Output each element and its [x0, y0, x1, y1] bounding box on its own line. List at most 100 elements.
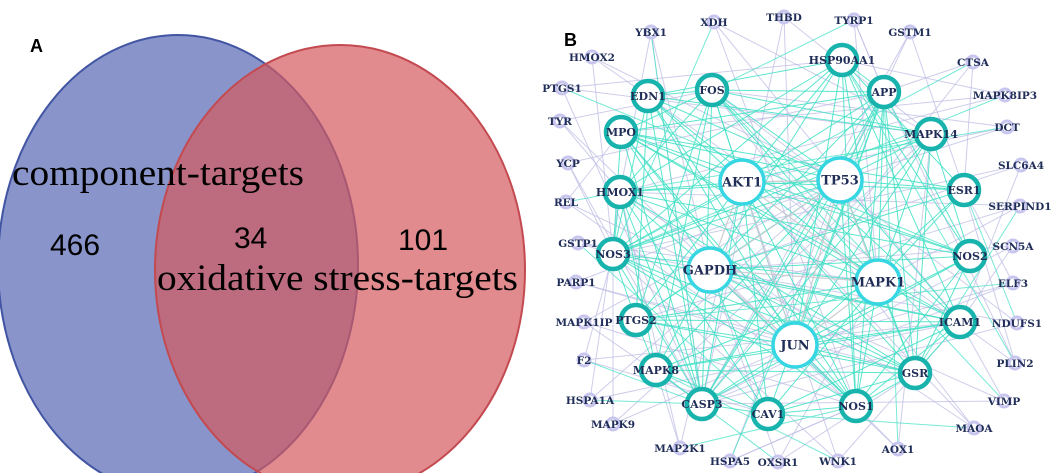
node-plin2[interactable]: PLIN2	[996, 355, 1034, 371]
node-vimp[interactable]: VIMP	[987, 393, 1021, 409]
node-nos3[interactable]: NOS3	[595, 236, 631, 272]
node-label: PLIN2	[996, 358, 1033, 370]
node-circle	[846, 12, 862, 28]
node-edn1[interactable]: EDN1	[630, 78, 666, 114]
node-circle	[838, 388, 874, 424]
node-ycp[interactable]: YCP	[555, 155, 580, 171]
node-cav1[interactable]: CAV1	[750, 396, 786, 432]
node-label: DCT	[994, 122, 1019, 134]
node-label: SERPIND1	[988, 201, 1051, 213]
node-jun[interactable]: JUN	[771, 321, 819, 369]
node-slc6a4[interactable]: SLC6A4	[998, 157, 1044, 173]
node-circle	[672, 440, 688, 456]
node-scn5a[interactable]: SCN5A	[993, 238, 1035, 254]
left-set-count: 466	[50, 229, 100, 262]
node-label: HMOX1	[596, 186, 644, 199]
node-maoa[interactable]: MAOA	[955, 420, 993, 436]
node-gsr[interactable]: GSR	[897, 355, 933, 391]
node-gapdh[interactable]: GAPDH	[683, 246, 738, 294]
node-hspa1a[interactable]: HSPA1A	[566, 392, 615, 408]
node-wnk1[interactable]: WNK1	[818, 453, 857, 469]
node-mapk1ip[interactable]: MAPK1IP	[556, 314, 613, 330]
network-edge	[729, 405, 857, 462]
network-edge	[741, 91, 885, 183]
node-mpo[interactable]: MPO	[603, 114, 639, 150]
node-elf3[interactable]: ELF3	[998, 275, 1028, 291]
node-circle	[1007, 355, 1023, 371]
right-set-count: 101	[398, 224, 448, 257]
network-edge	[711, 89, 932, 135]
node-nos1[interactable]: NOS1	[838, 388, 874, 424]
node-mapk9[interactable]: MAPK9	[591, 416, 635, 432]
network-edge	[612, 61, 974, 255]
network-edge	[855, 91, 885, 407]
network-edge	[701, 91, 885, 405]
node-ptgs1[interactable]: PTGS1	[542, 80, 582, 96]
network-edge	[701, 16, 785, 405]
node-gstm1[interactable]: GSTM1	[888, 24, 932, 40]
node-tyrp1[interactable]: TYRP1	[834, 12, 874, 28]
panel-label-a: A	[30, 36, 43, 56]
node-hmox2[interactable]: HMOX2	[569, 49, 615, 65]
node-nos2[interactable]: NOS2	[952, 238, 988, 274]
node-akt1[interactable]: AKT1	[718, 158, 766, 206]
node-label: MPO	[606, 126, 636, 139]
node-circle	[722, 453, 738, 469]
node-mapk8[interactable]: MAPK8	[633, 352, 680, 388]
venn-diagram: A component-targets 466 34 101 oxidative…	[0, 34, 526, 473]
node-parp1[interactable]: PARP1	[556, 274, 596, 290]
node-gstp1[interactable]: GSTP1	[558, 235, 598, 251]
node-map2k1[interactable]: MAP2K1	[654, 440, 706, 456]
node-thbd[interactable]: THBD	[766, 9, 802, 25]
node-hmox1[interactable]: HMOX1	[596, 174, 644, 210]
network-edge	[567, 91, 885, 164]
node-hsp90aa1[interactable]: HSP90AA1	[809, 42, 876, 78]
network-edge	[619, 31, 652, 193]
node-icam1[interactable]: ICAM1	[939, 304, 981, 340]
node-circle	[576, 314, 592, 330]
node-xdh[interactable]: XDH	[700, 14, 728, 30]
node-tp53[interactable]: TP53	[816, 156, 864, 204]
node-mapk8ip3[interactable]: MAPK8IP3	[973, 87, 1037, 103]
node-ctsa[interactable]: CTSA	[957, 54, 990, 70]
network-edges	[559, 16, 1022, 463]
network-edge	[767, 321, 961, 415]
node-casp3[interactable]: CASP3	[681, 386, 723, 422]
node-ndufs1[interactable]: NDUFS1	[992, 315, 1042, 331]
network-edge	[655, 369, 916, 374]
network-edge	[741, 181, 879, 283]
network-edge	[575, 281, 796, 346]
node-label: EDN1	[630, 90, 666, 103]
node-circle	[638, 352, 674, 388]
node-label: GSTM1	[888, 27, 931, 39]
network-edge	[767, 281, 879, 415]
node-circle	[890, 441, 906, 457]
network-edge	[767, 372, 916, 415]
right-set-label: oxidative stress-targets	[157, 258, 518, 299]
node-circle	[595, 236, 631, 272]
node-ybx1[interactable]: YBX1	[634, 24, 667, 40]
network-edge	[711, 89, 1005, 402]
node-serpind1[interactable]: SERPIND1	[988, 198, 1052, 214]
node-label: NDUFS1	[992, 318, 1042, 330]
node-mapk1[interactable]: MAPK1	[851, 258, 906, 306]
node-app[interactable]: APP	[866, 74, 902, 110]
node-f2[interactable]: F2	[576, 352, 592, 368]
network-edge	[701, 179, 841, 405]
network-edge	[963, 189, 1016, 364]
node-dct[interactable]: DCT	[994, 119, 1020, 135]
node-oxsr1[interactable]: OXSR1	[758, 454, 799, 470]
node-ptgs2[interactable]: PTGS2	[615, 302, 657, 338]
node-mapk14[interactable]: MAPK14	[904, 116, 958, 152]
node-esr1[interactable]: ESR1	[946, 172, 982, 208]
node-label: YBX1	[634, 27, 667, 39]
network-edge	[963, 189, 1018, 324]
node-tyr[interactable]: TYR	[548, 113, 572, 129]
node-hspa5[interactable]: HSPA5	[710, 453, 750, 469]
node-label: REL	[554, 197, 579, 209]
node-aox1[interactable]: AOX1	[881, 441, 915, 457]
node-rel[interactable]: REL	[554, 194, 579, 210]
node-label: SCN5A	[993, 241, 1035, 253]
node-fos[interactable]: FOS	[694, 72, 730, 108]
